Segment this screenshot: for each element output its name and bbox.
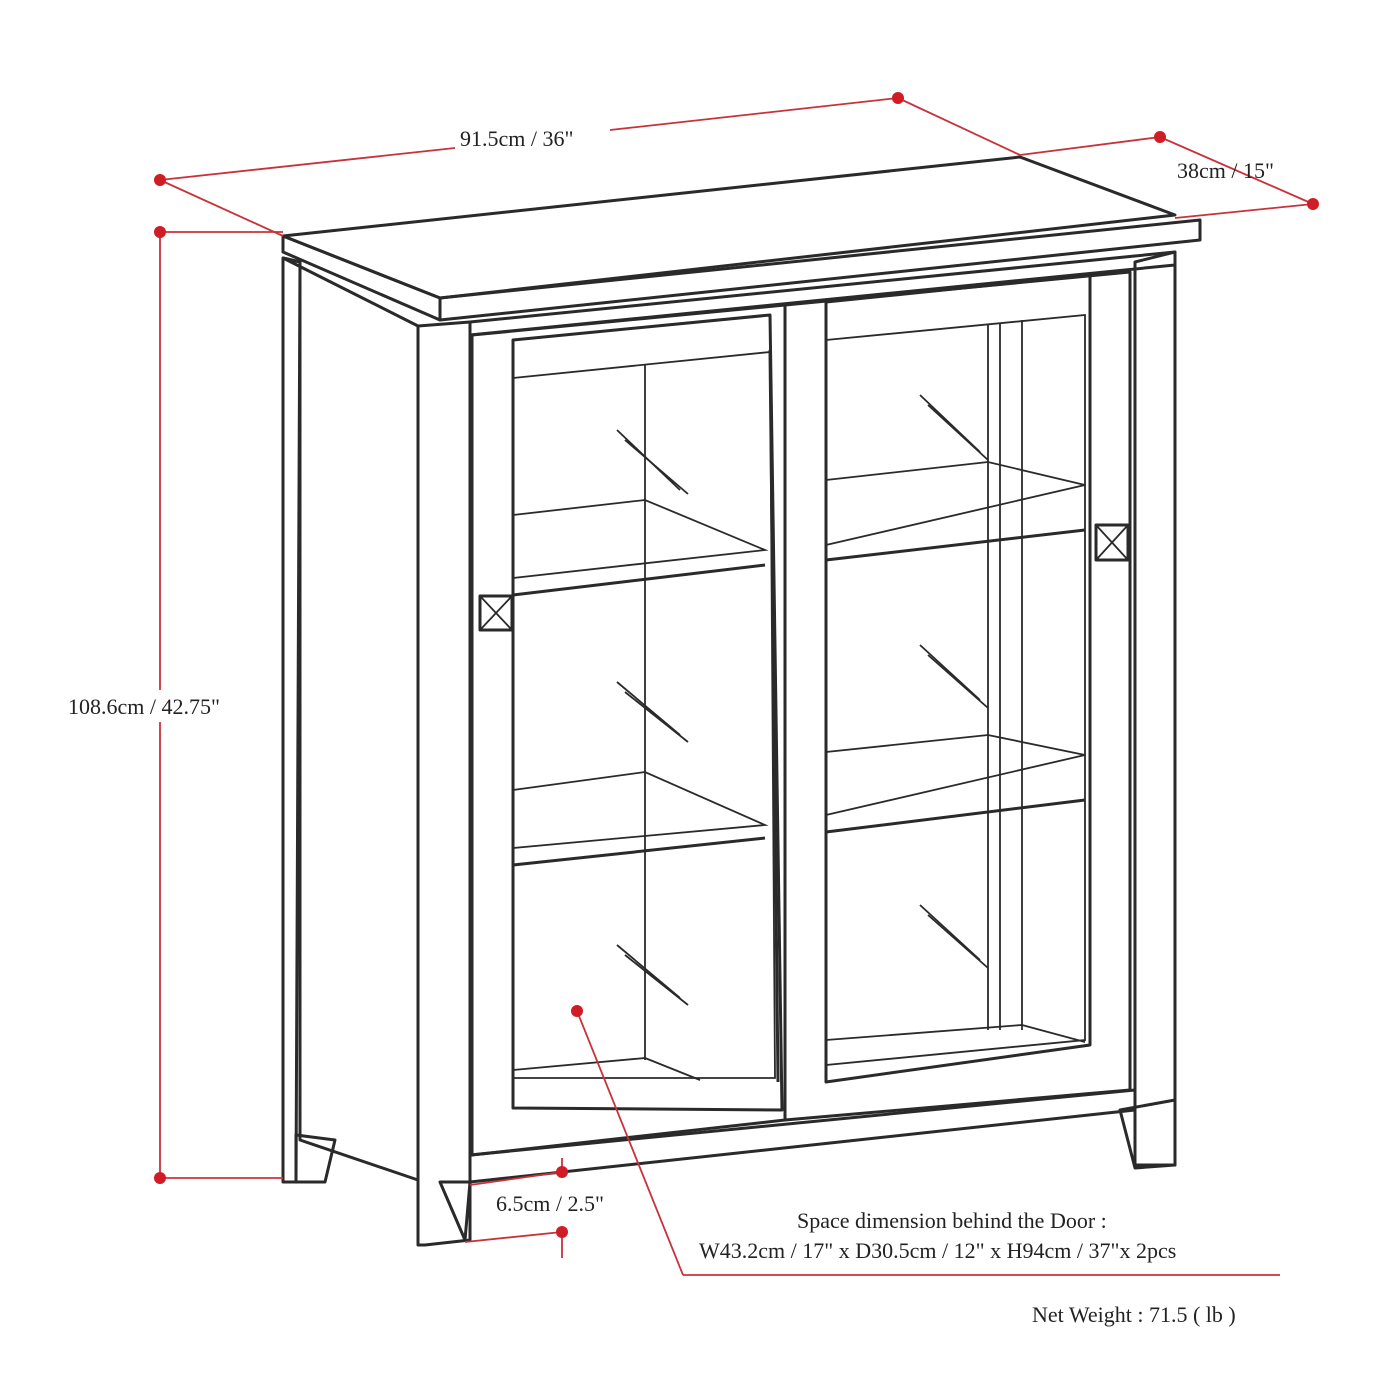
front-top-rail xyxy=(468,250,1177,337)
left-door-glass xyxy=(511,313,784,1112)
front-left-leg xyxy=(438,1180,472,1242)
left-door-handle[interactable] xyxy=(478,594,514,632)
right-door-glass xyxy=(824,273,1092,1084)
left-door-frame xyxy=(470,303,787,1157)
width-label: 91.5cm / 36" xyxy=(460,126,574,151)
bottom-rail xyxy=(468,1088,1137,1184)
left-shelf-1 xyxy=(512,499,769,580)
leg-clearance-label: 6.5cm / 2.5" xyxy=(496,1191,604,1216)
left-back-leg xyxy=(281,256,302,1184)
front-right-post xyxy=(1133,250,1177,1167)
left-shelf-2 xyxy=(512,771,769,849)
left-back-leg-foot xyxy=(294,1133,337,1184)
callout-title: Space dimension behind the Door : xyxy=(797,1208,1107,1233)
right-shelf-2 xyxy=(825,734,1086,817)
right-door-inner xyxy=(825,314,1086,1066)
right-door-frame xyxy=(783,270,1132,1122)
front-left-post xyxy=(416,320,472,1247)
height-label: 108.6cm / 42.75" xyxy=(68,694,220,720)
top-front-edge xyxy=(438,218,1202,322)
right-door-handle[interactable] xyxy=(1094,523,1130,562)
right-leg xyxy=(1118,1098,1177,1170)
net-weight: Net Weight : 71.5 ( lb ) xyxy=(1032,1302,1236,1327)
left-side-panel xyxy=(281,256,420,1182)
dimension-lines xyxy=(154,92,1319,1276)
top-left-edge xyxy=(281,234,442,322)
callout-detail: W43.2cm / 17" x D30.5cm / 12" x H94cm / … xyxy=(699,1238,1177,1263)
depth-label: 38cm / 15" xyxy=(1177,158,1274,183)
right-shelf-1 xyxy=(825,461,1086,547)
